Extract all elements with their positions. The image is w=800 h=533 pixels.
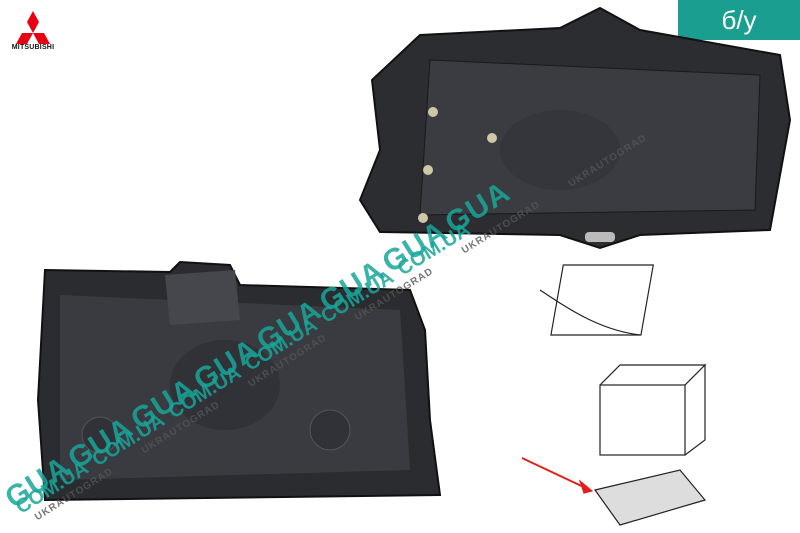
battery-tray-bottom-photo: [36, 260, 442, 502]
mitsubishi-logo: [16, 11, 50, 44]
installation-diagram: [521, 264, 707, 526]
brand-name: MITSUBISHI: [11, 44, 55, 51]
battery-tray-top-photo: [358, 6, 792, 250]
condition-badge: б/у: [678, 0, 800, 40]
